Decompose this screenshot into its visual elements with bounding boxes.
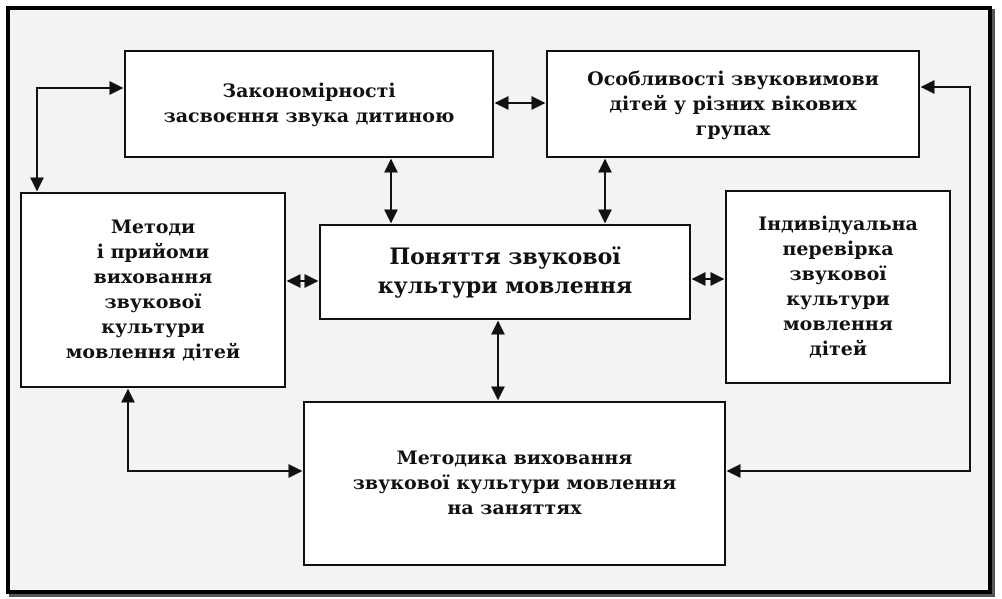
box-regularities-label: Закономірності засвоєння звука дитиною: [163, 80, 455, 127]
box-concept: Поняття звукової культури мовлення: [319, 224, 691, 320]
box-concept-label: Поняття звукової культури мовлення: [377, 244, 633, 299]
box-features: Особливості звуковимови дітей у різних в…: [546, 50, 920, 158]
box-individual-check: Індивідуальна перевірка звукової культур…: [725, 190, 951, 384]
box-features-label: Особливості звуковимови дітей у різних в…: [587, 67, 879, 140]
arrow-regularities-methods: [30, 81, 124, 192]
box-methods: Методи і прийоми виховання звукової куль…: [20, 192, 286, 388]
box-regularities: Закономірності засвоєння звука дитиною: [124, 50, 494, 158]
box-methods-label: Методи і прийоми виховання звукової куль…: [65, 216, 241, 363]
box-individual-check-label: Індивідуальна перевірка звукової культур…: [758, 213, 918, 360]
box-methodology: Методика виховання звукової культури мов…: [303, 401, 726, 566]
arrow-methods-methodology: [121, 388, 303, 478]
box-methodology-label: Методика виховання звукової культури мов…: [352, 447, 677, 519]
arrow-features-methodology: [726, 80, 971, 478]
